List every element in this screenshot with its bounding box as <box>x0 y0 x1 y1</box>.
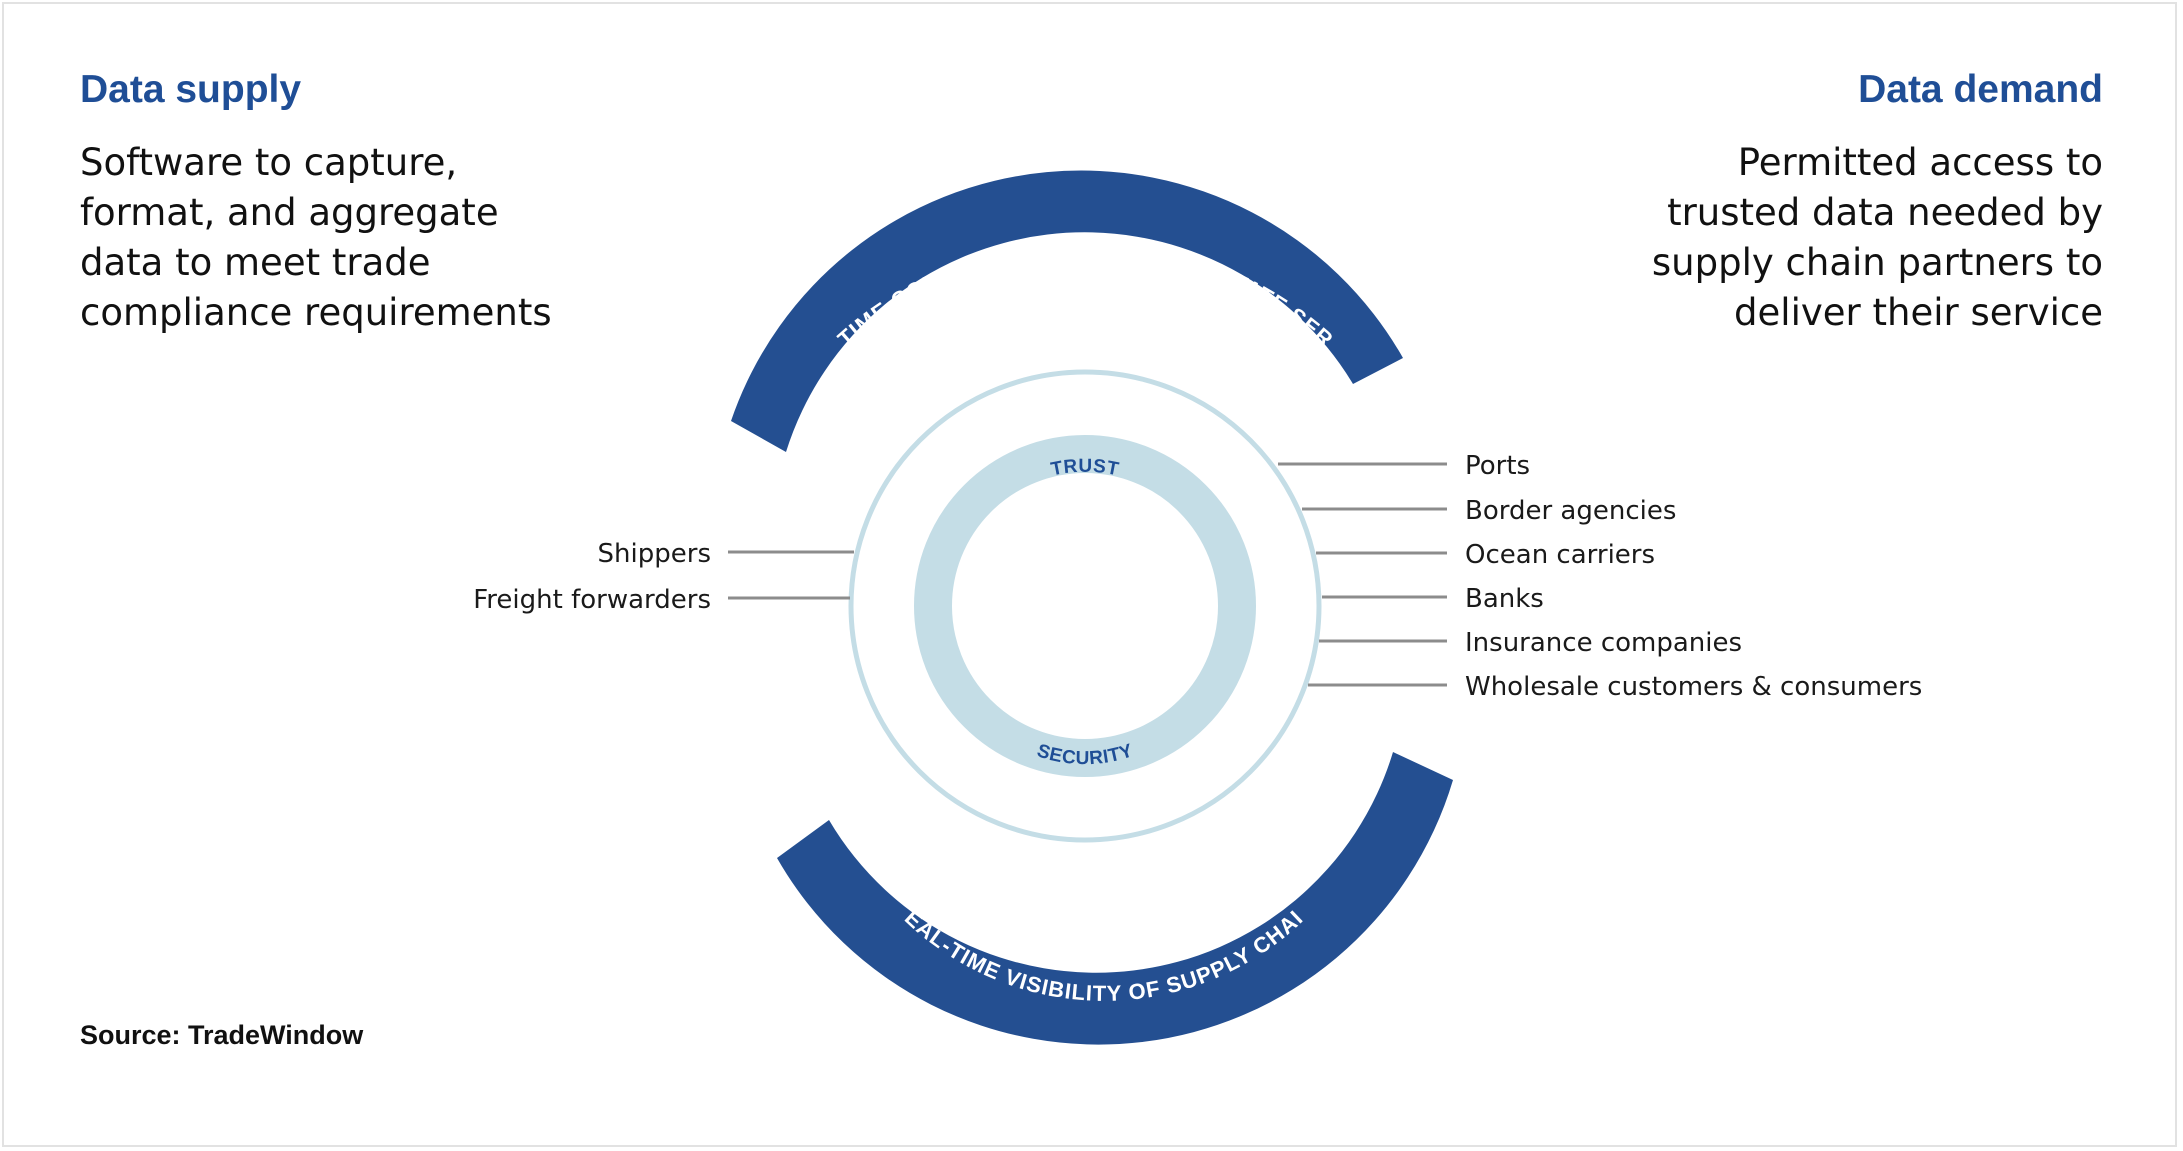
demander-border-agencies: Border agencies <box>1465 496 1676 526</box>
data-demand-line: deliver their service <box>1734 291 2103 334</box>
demander-banks: Banks <box>1465 584 1544 614</box>
data-demand-line: trusted data needed by <box>1667 191 2103 234</box>
data-demand-line: Permitted access to <box>1737 141 2103 184</box>
data-supply-line: data to meet trade <box>80 241 431 284</box>
demander-wholesale-customers: Wholesale customers & consumers <box>1465 672 1922 702</box>
data-supply-description: Software to capture, format, and aggrega… <box>80 138 552 338</box>
trust-text: TRUST <box>1049 456 1120 481</box>
bottom-band-arc <box>777 752 1453 1045</box>
trust-label: TRUST <box>1049 456 1120 481</box>
outer-outline-ring <box>848 369 1322 843</box>
data-supply-line: format, and aggregate <box>80 191 499 234</box>
supplier-shippers: Shippers <box>598 539 711 569</box>
data-supply-heading: Data supply <box>80 68 302 111</box>
data-demand-description: Permitted access to trusted data needed … <box>1652 138 2103 338</box>
top-band-arc <box>731 170 1403 452</box>
source-note: Source: TradeWindow <box>80 1020 364 1050</box>
trust-security-ring <box>914 435 1256 777</box>
supplier-freight-forwarders: Freight forwarders <box>473 585 711 615</box>
data-demand-heading: Data demand <box>1858 68 2103 111</box>
data-demand-line: supply chain partners to <box>1651 241 2103 284</box>
demander-insurance-companies: Insurance companies <box>1465 628 1742 658</box>
data-supply-line: Software to capture, <box>80 141 458 184</box>
data-supply-line: compliance requirements <box>80 291 552 334</box>
demander-ports: Ports <box>1465 451 1530 481</box>
demander-ocean-carriers: Ocean carriers <box>1465 540 1655 570</box>
